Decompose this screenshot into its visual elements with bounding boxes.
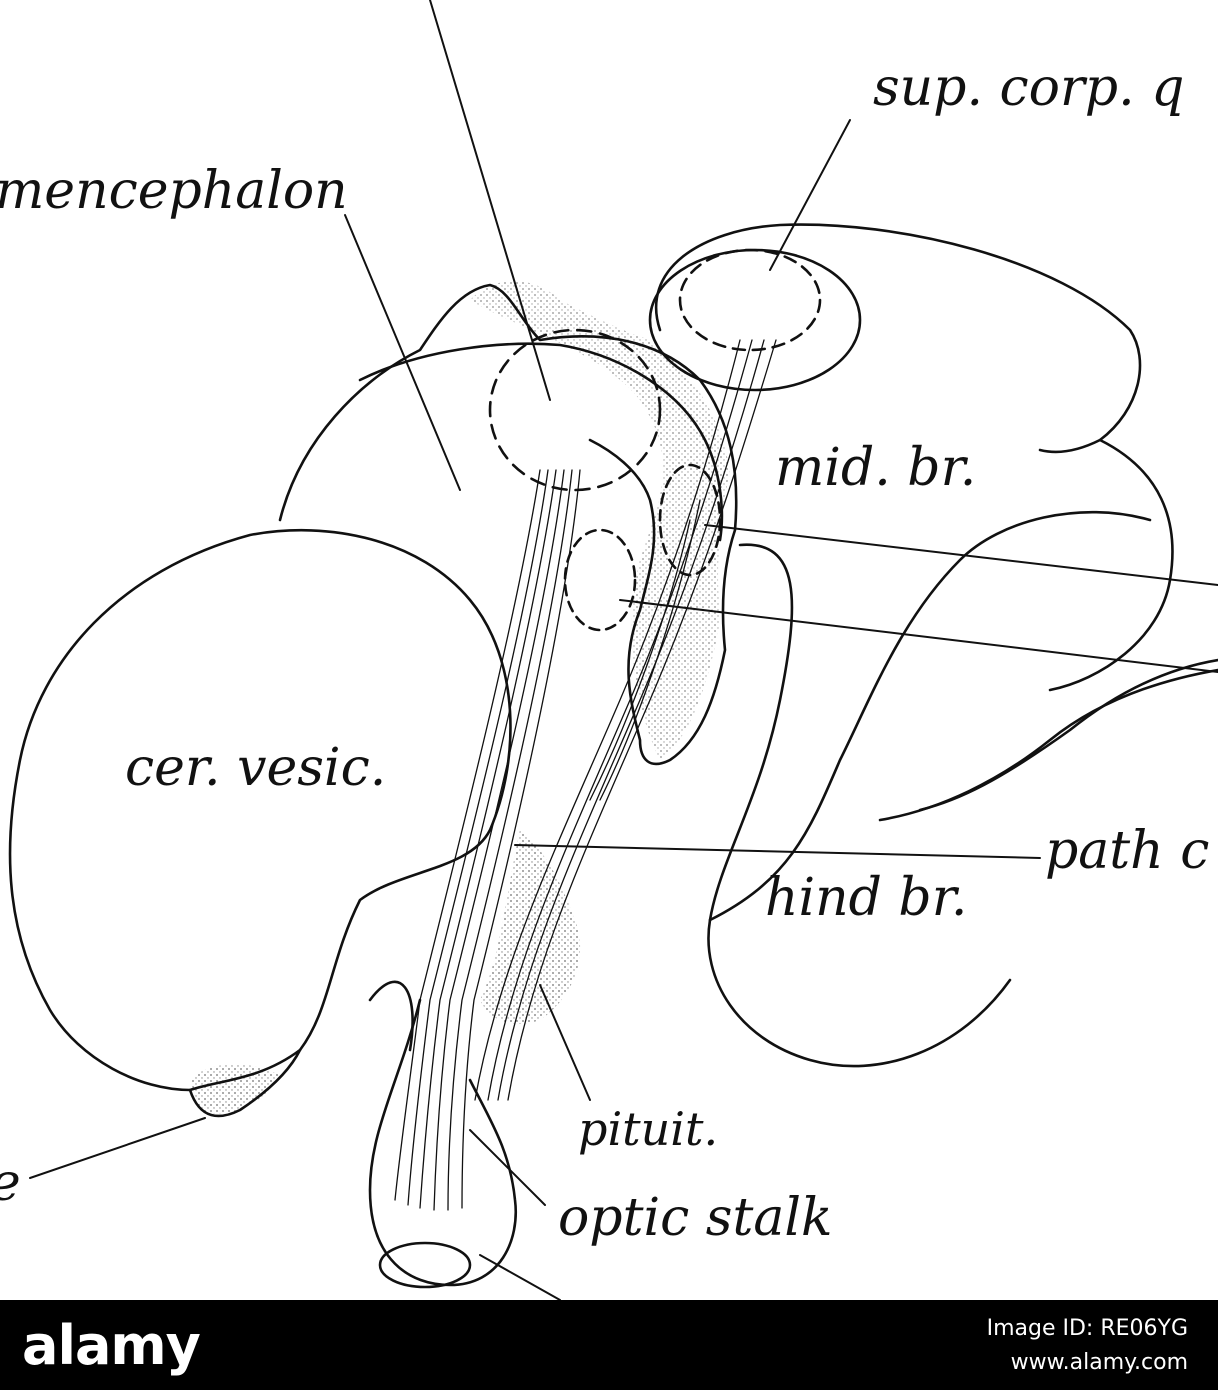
stipple-region-left-base [190, 1064, 280, 1114]
pointer-mesencephalon [344, 214, 461, 491]
pointer-optic-stalk [469, 1129, 546, 1206]
pointer-right-lower [619, 599, 1218, 673]
label-pituit: pituit. [578, 1102, 718, 1156]
hindbrain-floor2 [918, 658, 1218, 812]
cerebral-vesicle-outline [8, 528, 512, 1092]
pointer-left-e [29, 1117, 206, 1179]
diagram-svg: sup. corp. q mencephalon mid. br. cer. v… [0, 0, 1218, 1300]
label-mid-br: mid. br. [775, 438, 976, 498]
sup-corp-q-oval [648, 248, 862, 392]
label-mesencephalon: mencephalon [0, 161, 348, 221]
label-hind-br: hind br. [765, 868, 967, 928]
base-left-stalk [188, 1048, 302, 1118]
label-sup-corp: sup. corp. q [873, 58, 1184, 118]
embryo-brain-diagram: sup. corp. q mencephalon mid. br. cer. v… [0, 0, 1218, 1300]
pointer-optic-cup [479, 1254, 561, 1300]
image-id-text: Image ID: RE06YG [986, 1316, 1188, 1341]
optic-fibre-bundle [394, 339, 777, 1211]
midbrain-outline [654, 223, 1174, 692]
hindbrain-outline [707, 543, 1012, 1068]
base-left-ridge [368, 980, 414, 1052]
stipple-region-upper [470, 281, 730, 760]
optic-cup [378, 1241, 472, 1289]
dashed-sup-corp [678, 248, 822, 352]
alamy-logo: alamy [22, 1314, 201, 1377]
label-cer-vesic: cer. vesic. [125, 738, 386, 798]
pointer-top [429, 0, 551, 401]
hindbrain-inner [708, 510, 1152, 922]
optic-stalk-outline [368, 998, 518, 1287]
pointer-sup-corp [769, 119, 851, 271]
label-left-e: e [0, 1153, 21, 1213]
pointer-pituit [539, 984, 591, 1101]
stipple-region-pituitary [480, 830, 581, 1024]
dashed-nucleus-upper [488, 328, 662, 492]
midbrain-inner [1038, 438, 1102, 454]
label-optic-stalk: optic stalk [558, 1188, 833, 1248]
dashed-nucleus-lower [563, 528, 637, 632]
pointer-right-upper [704, 524, 1218, 586]
label-path: path c [1045, 821, 1209, 881]
forebrain-outline [278, 283, 738, 766]
diencephalon-curve [358, 342, 724, 542]
site-url-text: www.alamy.com [1010, 1350, 1188, 1375]
pointer-path [514, 844, 1041, 859]
watermark-footer: alamy Image ID: RE06YG www.alamy.com [0, 1300, 1218, 1390]
